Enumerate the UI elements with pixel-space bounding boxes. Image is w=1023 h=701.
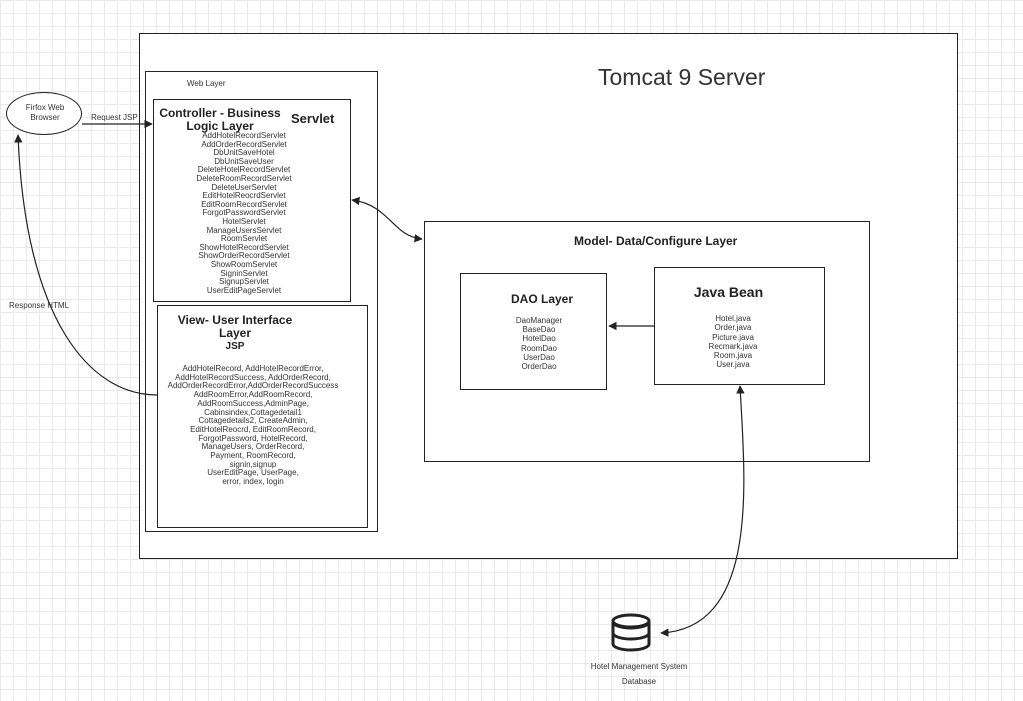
database-label: Hotel Management System Database [583,659,695,689]
controller-title-line2: Logic Layer [186,119,254,133]
view-title-line2: Layer [218,326,252,340]
java-bean-item: Recmark.java [708,341,758,351]
controller-layer-box [153,99,351,302]
servlet-item: DbUnitSaveUser [214,156,274,166]
java-bean-item: User.java [716,360,750,370]
jsp-item: UserEditPage, UserPage, [207,468,299,478]
jsp-item: signin,signup [229,459,277,469]
jsp-item: AddRoomSuccess,AdminPage, [197,398,309,408]
servlet-item: DeleteUserServlet [211,182,277,192]
servlet-item: DbUnitSaveHotel [213,148,275,158]
servlet-item: SigninServlet [220,268,268,278]
web-layer-title: Web Layer [187,79,226,88]
browser-label: Firfox Web Browser [7,103,83,123]
browser-label-line1: Firfox Web [25,103,65,112]
jsp-item: error, index, login [222,477,284,487]
java-bean-item: Picture.java [712,332,754,342]
tomcat-server-title: Tomcat 9 Server [598,64,766,90]
servlet-item: ForgotPasswordServlet [202,208,286,218]
database-label-line2: Database [621,677,657,686]
response-html-label: Response HTML [8,301,71,310]
dao-layer-box [460,273,607,390]
dao-item: BaseDao [522,325,556,335]
controller-layer-title: Controller - Business Logic Layer [158,107,282,133]
response-arrow [14,134,158,396]
servlet-item: ShowHotelRecordServlet [199,242,289,252]
view-layer-box [157,305,368,528]
servlet-item: EditRoomRecordServlet [201,199,287,209]
servlet-item: AddOrderRecordServlet [201,139,287,149]
view-layer-title: View- User Interface Layer JSP [172,314,298,353]
servlet-label: Servlet [291,111,335,126]
jsp-item: AddOrderRecordError,AddOrderRecordSucces… [167,381,339,391]
controller-title-line1: Controller - Business [159,106,281,120]
servlet-item: DeleteRoomRecordServlet [196,173,292,183]
servlet-item: SignupServlet [219,277,269,287]
browser-node [6,92,82,135]
jsp-item: AddRoomError,AddRoomRecord, [193,390,313,400]
view-jsp-list: AddHotelRecord, AddHotelRecordError,AddH… [160,364,346,487]
jsp-item: AddHotelRecord, AddHotelRecordError, [182,364,324,373]
dao-item: RoomDao [520,343,557,353]
view-title-line1: View- User Interface [177,313,293,327]
servlet-item: DeleteHotelRecordServlet [197,165,291,175]
dao-item: HotelDao [522,334,556,344]
servlet-item: RoomServlet [220,234,268,244]
dao-item: OrderDao [521,362,557,372]
dao-item: DaoManager [515,316,563,325]
jsp-label: JSP [225,341,245,352]
jsp-item: ForgotPassword, HotelRecord, [198,433,308,443]
java-bean-item: Hotel.java [715,314,751,323]
jsp-item: ManageUsers, OrderRecord, [201,442,305,452]
servlet-item: ShowRoomServlet [210,259,278,269]
jsp-item: Cottagedetails2, CreateAdmin, [198,416,308,426]
servlet-item: UserEditPageServlet [206,285,282,295]
servlet-item: ManageUsersServlet [206,225,282,235]
servlet-item: EditHotelReocrdServlet [202,191,286,201]
jsp-item: EditHotelReocrd, EditRoomRecord, [190,424,316,434]
database-label-line1: Hotel Management System [590,662,688,671]
request-jsp-label: Request JSP [90,113,139,122]
dao-item: UserDao [523,352,555,362]
java-bean-title: Java Bean [693,284,764,300]
java-bean-box [654,267,825,385]
jsp-item: AddHotelRecordSuccess, AddOrderRecord, [175,372,331,382]
servlet-item: AddHotelRecordServlet [202,131,286,140]
java-bean-item: Order.java [714,323,752,333]
servlet-item: ShowOrderRecordServlet [198,251,290,261]
java-bean-item: Room.java [713,351,753,361]
jsp-item: Payment, RoomRecord, [210,451,296,461]
jsp-item: Cabinsindex,Cottagedetail1 [204,407,302,417]
servlet-item: HotelServlet [222,216,266,226]
dao-layer-title: DAO Layer [510,292,574,306]
database-icon [611,613,651,652]
model-layer-title: Model- Data/Configure Layer [574,234,738,248]
browser-label-line2: Browser [30,113,60,122]
